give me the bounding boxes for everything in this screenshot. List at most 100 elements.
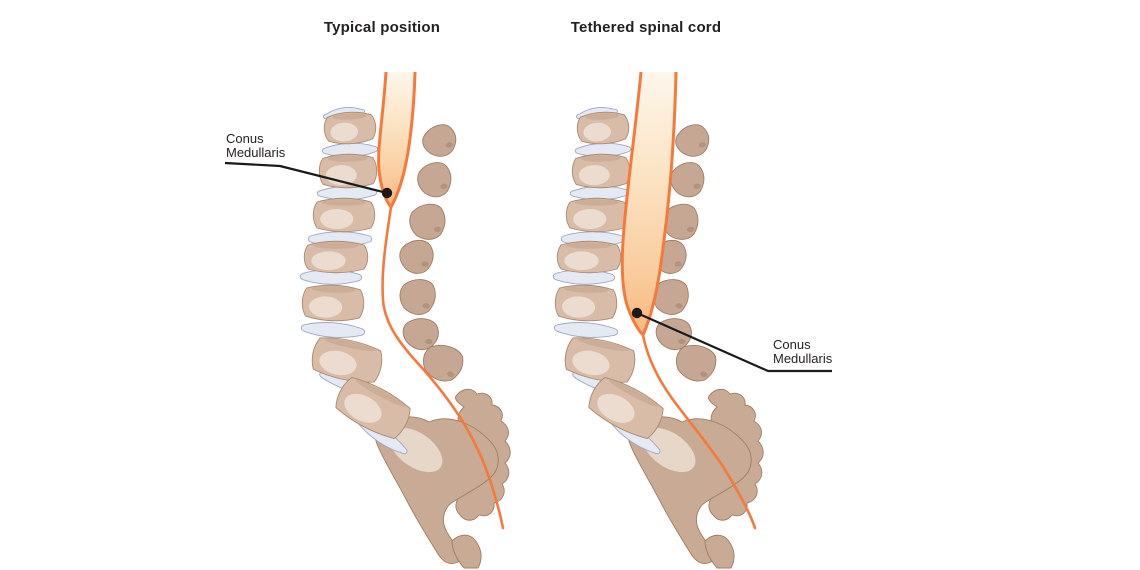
vertebra-highlight xyxy=(597,393,635,423)
process-notch xyxy=(698,142,706,148)
vertebra xyxy=(311,337,383,383)
process-shape xyxy=(670,162,705,198)
conus-dot-tethered xyxy=(631,307,643,319)
disc-shape xyxy=(321,142,379,158)
intervertebral-disc xyxy=(300,322,366,338)
process-notch xyxy=(675,303,683,309)
spine-skeleton-typical xyxy=(299,106,511,569)
vertebra-endplate-shading xyxy=(577,338,629,352)
intervertebral-disc xyxy=(553,322,619,338)
spinous-process xyxy=(417,162,452,198)
process-notch xyxy=(447,371,455,378)
conus-dot-typical xyxy=(381,187,393,199)
process-shape xyxy=(675,124,710,157)
process-shape xyxy=(417,162,452,198)
conus-label-tethered: Conus Medullaris xyxy=(773,338,832,366)
process-shape xyxy=(422,124,457,157)
coccyx-bone xyxy=(451,534,482,569)
vertebra-endplate-shading xyxy=(324,338,376,352)
process-notch xyxy=(674,261,682,267)
vertebra xyxy=(576,111,630,145)
process-shape xyxy=(399,279,436,315)
spinous-process xyxy=(399,239,434,274)
conus-label-line2: Medullaris xyxy=(773,351,833,366)
conus-label-typical: Conus Medullaris xyxy=(226,132,285,160)
spinous-process xyxy=(399,279,436,315)
vertebra-highlight xyxy=(309,296,343,318)
process-shape xyxy=(399,239,434,274)
process-notch xyxy=(425,338,433,345)
vertebra xyxy=(323,111,377,145)
vertebra xyxy=(335,377,411,439)
disc-shape xyxy=(574,142,632,158)
sacrum-highlight xyxy=(389,427,443,473)
vertebra-endplate-shading xyxy=(580,155,621,162)
spinal-cord-tethered xyxy=(620,71,757,530)
conus-label-line1: Conus xyxy=(226,131,264,146)
conus-label-line2: Medullaris xyxy=(226,145,286,160)
spinal-cord-typical xyxy=(377,71,505,530)
process-notch xyxy=(693,183,701,189)
spinal-cord-shape xyxy=(377,71,417,209)
vertebra-endplate-shading xyxy=(313,242,359,249)
spine-skeleton-tethered xyxy=(552,106,764,569)
vertebra-endplate-shading xyxy=(355,379,406,407)
vertebra xyxy=(556,240,622,274)
spinous-process xyxy=(423,344,464,382)
vertebra-highlight xyxy=(562,296,596,318)
vertebra xyxy=(554,284,618,322)
vertebra-highlight xyxy=(573,209,607,229)
process-notch xyxy=(433,226,442,232)
vertebra-highlight xyxy=(319,350,357,376)
vertebra-highlight xyxy=(330,122,358,142)
process-notch xyxy=(700,371,708,378)
process-notch xyxy=(445,142,453,148)
vertebra-endplate-shading xyxy=(311,286,356,293)
vertebra-endplate-shading xyxy=(566,242,612,249)
vertebra-highlight xyxy=(578,165,610,186)
process-notch xyxy=(421,261,429,267)
vertebra xyxy=(588,377,664,439)
filum-terminale xyxy=(641,333,757,530)
intervertebral-disc xyxy=(321,142,379,158)
intervertebral-disc xyxy=(574,142,632,158)
vertebra-highlight xyxy=(564,251,599,271)
vertebra-endplate-shading xyxy=(608,379,659,407)
vertebra-endplate-shading xyxy=(327,155,368,162)
vertebra-highlight xyxy=(320,209,354,229)
vertebra xyxy=(301,284,365,322)
panel-title-typical: Typical position xyxy=(323,19,441,36)
vertebra-highlight xyxy=(344,393,382,423)
spinous-process xyxy=(676,344,717,382)
vertebra xyxy=(564,337,636,383)
vertebra-endplate-shading xyxy=(332,113,367,120)
vertebra xyxy=(303,240,369,274)
spinous-process xyxy=(675,124,710,157)
leader-line-typical xyxy=(224,161,388,195)
process-shape xyxy=(423,344,464,382)
vertebra-endplate-shading xyxy=(564,286,609,293)
vertebra xyxy=(571,153,631,189)
spinous-process xyxy=(422,124,457,157)
vertebra xyxy=(565,197,629,233)
coccyx-bone xyxy=(704,534,735,569)
vertebra-endplate-shading xyxy=(322,199,366,206)
vertebra xyxy=(312,197,376,233)
vertebra-highlight xyxy=(311,251,346,271)
process-notch xyxy=(686,226,695,232)
disc-shape xyxy=(553,322,619,338)
spinous-process xyxy=(409,203,446,240)
sacrum-highlight xyxy=(642,427,696,473)
process-shape xyxy=(676,344,717,382)
vertebra-highlight xyxy=(572,350,610,376)
conus-label-line1: Conus xyxy=(773,337,811,352)
process-notch xyxy=(422,303,430,309)
vertebra-highlight xyxy=(583,122,611,142)
vertebra-endplate-shading xyxy=(575,199,619,206)
vertebra-endplate-shading xyxy=(585,113,620,120)
filum-terminale xyxy=(381,205,505,530)
spinous-process xyxy=(670,162,705,198)
process-notch xyxy=(678,338,686,345)
